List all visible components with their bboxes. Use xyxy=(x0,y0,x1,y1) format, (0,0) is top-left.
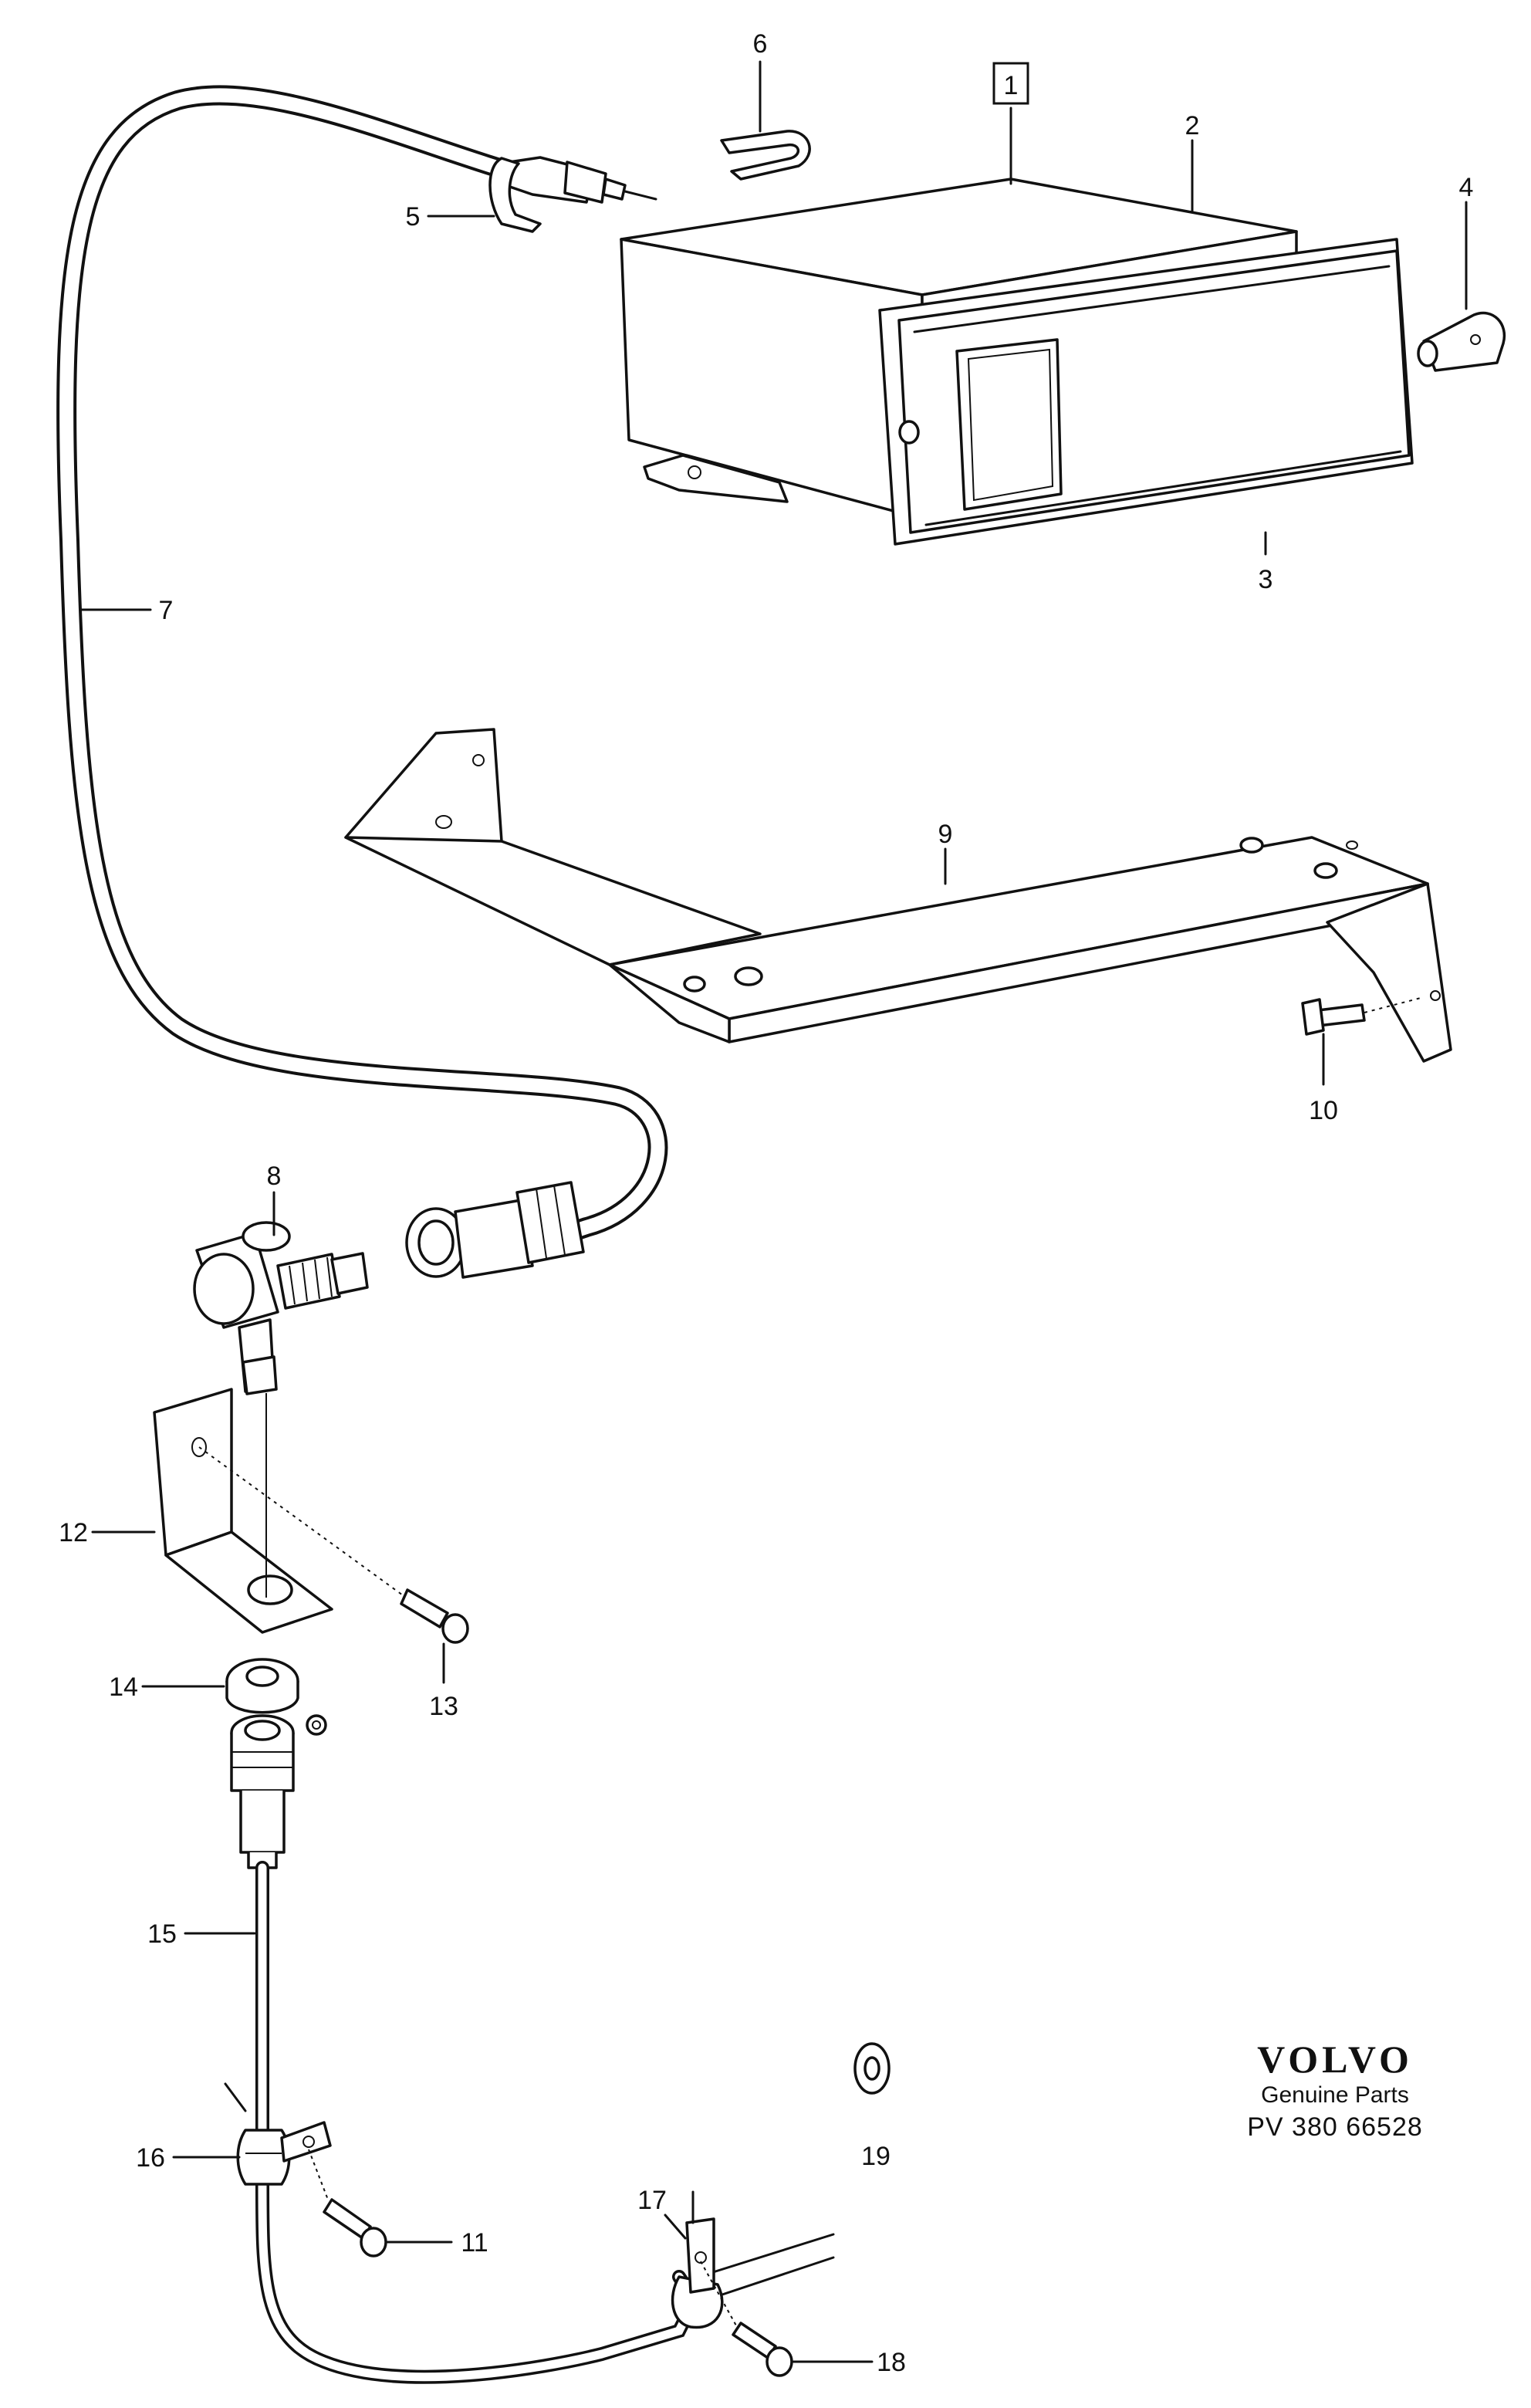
antenna-plug xyxy=(504,156,657,204)
radio-unit xyxy=(620,178,1506,546)
leader-lines xyxy=(79,60,1468,2363)
cable-clamp-17 xyxy=(671,2190,724,2329)
retaining-clip xyxy=(720,130,811,181)
callout-box-1 xyxy=(992,62,1029,105)
lower-connector xyxy=(230,1714,327,1869)
brand-subtitle: Genuine Parts xyxy=(1261,2082,1409,2108)
callout-14: 14 xyxy=(109,1672,138,1702)
callout-15: 15 xyxy=(147,1919,177,1949)
callout-11: 11 xyxy=(461,2228,488,2258)
cable-clamp xyxy=(236,2121,332,2186)
bracket-screw-13 xyxy=(400,1588,469,1644)
angle-bracket xyxy=(153,1388,417,1634)
antenna-cable xyxy=(56,85,668,1245)
clamp-screw-18 xyxy=(700,2261,793,2377)
callout-19: 19 xyxy=(861,2142,891,2171)
callout-labels: 1 2 3 4 5 6 7 8 9 10 11 12 13 14 15 16 1… xyxy=(59,29,1473,2377)
callout-7: 7 xyxy=(159,596,174,625)
callout-12: 12 xyxy=(59,1518,88,1547)
angle-connector xyxy=(193,1221,369,1395)
callout-17: 17 xyxy=(637,2186,667,2215)
cable-clip xyxy=(488,157,542,233)
bracket-screw xyxy=(1301,996,1425,1036)
callout-16: 16 xyxy=(136,2143,165,2173)
callout-4: 4 xyxy=(1459,173,1474,202)
brand-block: VOLVO Genuine Parts PV 380 66528 xyxy=(1204,2038,1466,2144)
mounting-bracket xyxy=(344,728,1452,1063)
callout-10: 10 xyxy=(1309,1096,1338,1125)
callout-6: 6 xyxy=(753,29,768,59)
washer xyxy=(853,2042,891,2095)
callout-3: 3 xyxy=(1259,565,1273,594)
callout-13: 13 xyxy=(429,1692,458,1721)
callout-5: 5 xyxy=(406,202,421,232)
part-code: PV 380 66528 xyxy=(1247,2112,1423,2142)
callout-8: 8 xyxy=(267,1162,282,1191)
cable-socket xyxy=(405,1181,585,1279)
nut xyxy=(225,1658,299,1714)
callout-9: 9 xyxy=(938,820,953,849)
callout-18: 18 xyxy=(877,2348,906,2377)
clamp-screw-11 xyxy=(308,2149,387,2258)
volvo-logo: VOLVO xyxy=(1257,2038,1413,2081)
callout-2: 2 xyxy=(1185,111,1200,140)
lower-cable xyxy=(224,1861,835,2384)
callout-1: 1 xyxy=(1004,71,1019,100)
